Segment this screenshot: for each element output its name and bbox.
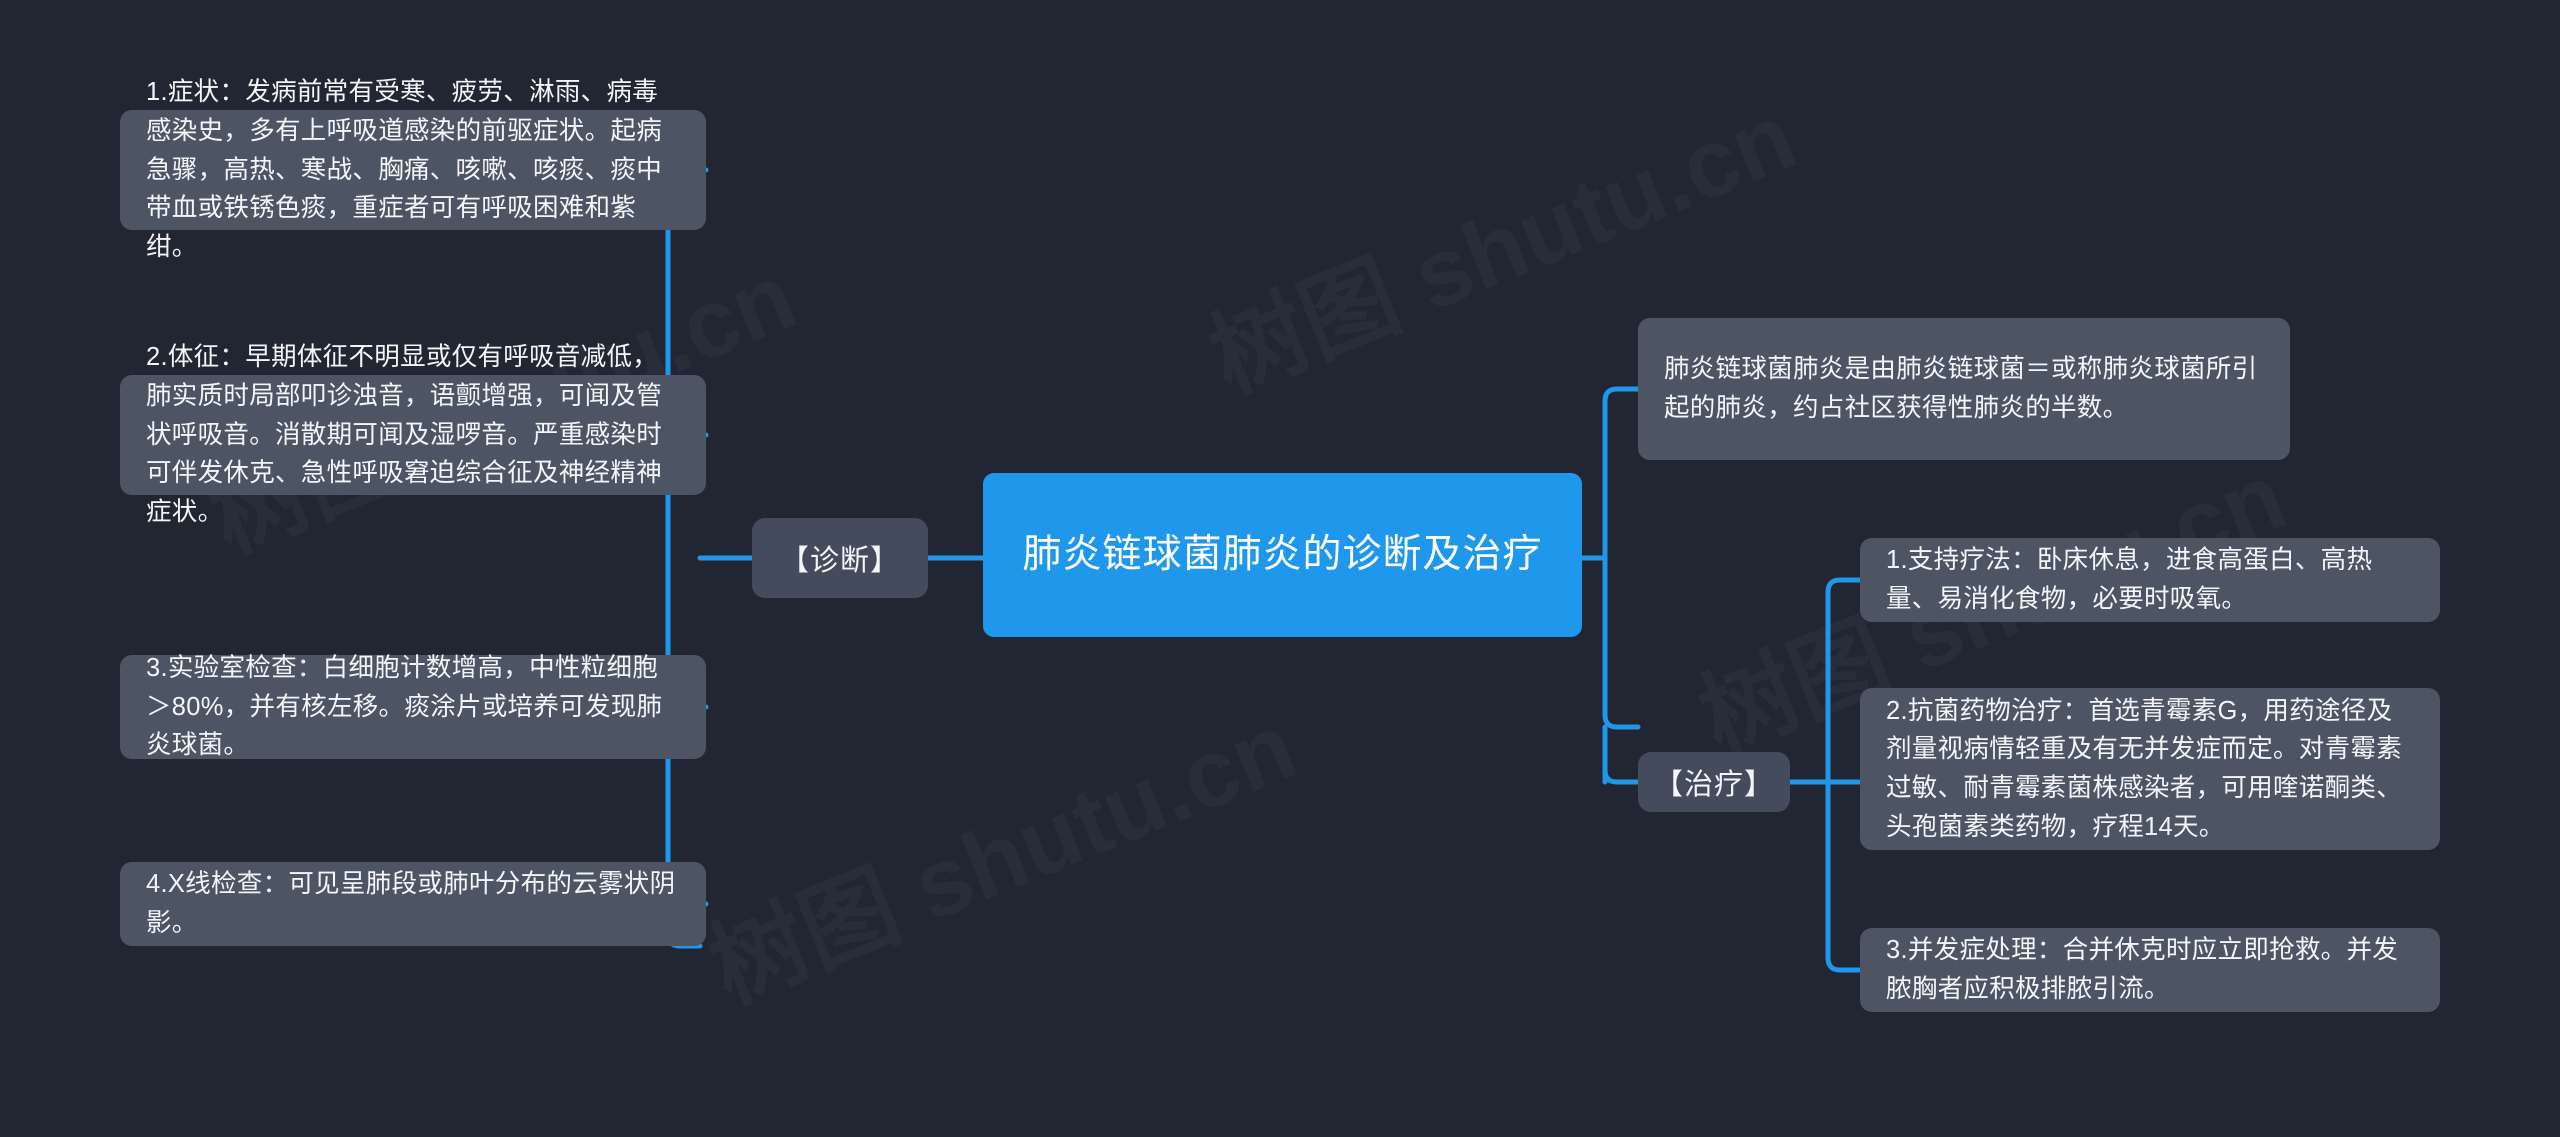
branch-label: 【治疗】 [1653,769,1774,801]
node-text: 1.症状：发病前常有受寒、疲劳、淋雨、病毒感染史，多有上呼吸道感染的前驱症状。起… [146,78,663,262]
list-item[interactable]: 3.并发症处理：合并休克时应立即抢救。并发脓胸者应积极排脓引流。 [1860,928,2440,1012]
list-item[interactable]: 1.症状：发病前常有受寒、疲劳、淋雨、病毒感染史，多有上呼吸道感染的前驱症状。起… [120,78,706,261]
list-item[interactable]: 3.实验室检查：白细胞计数增高，中性粒细胞＞80%，并有核左移。痰涂片或培养可发… [120,654,706,759]
list-item[interactable]: 肺炎链球菌肺炎是由肺炎链球菌＝或称肺炎球菌所引起的肺炎，约占社区获得性肺炎的半数… [1638,318,2290,460]
list-item[interactable]: 2.抗菌药物治疗：首选青霉素G，用药途径及剂量视病情轻重及有无并发症而定。对青霉… [1860,688,2440,850]
root-node[interactable]: 肺炎链球菌肺炎的诊断及治疗 [983,473,1582,637]
list-item[interactable]: 1.支持疗法：卧床休息，进食高蛋白、高热量、易消化食物，必要时吸氧。 [1860,538,2440,622]
node-text: 3.实验室检查：白细胞计数增高，中性粒细胞＞80%，并有核左移。痰涂片或培养可发… [146,653,663,760]
node-text: 肺炎链球菌肺炎是由肺炎链球菌＝或称肺炎球菌所引起的肺炎，约占社区获得性肺炎的半数… [1664,355,2258,422]
branch-label: 【诊断】 [779,545,900,577]
list-item[interactable]: 2.体征：早期体征不明显或仅有呼吸音减低，肺实质时局部叩诊浊音，语颤增强，可闻及… [120,343,706,526]
list-item[interactable]: 4.X线检查：可见呈肺段或肺叶分布的云雾状阴影。 [120,862,706,946]
branch-node-diagnosis[interactable]: 【诊断】 [752,518,928,598]
node-text: 2.体征：早期体征不明显或仅有呼吸音减低，肺实质时局部叩诊浊音，语颤增强，可闻及… [146,343,663,527]
node-text: 3.并发症处理：合并休克时应立即抢救。并发脓胸者应积极排脓引流。 [1886,936,2399,1003]
node-text: 1.支持疗法：卧床休息，进食高蛋白、高热量、易消化食物，必要时吸氧。 [1886,546,2373,613]
node-text: 2.抗菌药物治疗：首选青霉素G，用药途径及剂量视病情轻重及有无并发症而定。对青霉… [1886,696,2403,841]
root-title: 肺炎链球菌肺炎的诊断及治疗 [1022,533,1543,577]
node-text: 4.X线检查：可见呈肺段或肺叶分布的云雾状阴影。 [146,870,676,937]
branch-node-treatment[interactable]: 【治疗】 [1638,752,1790,812]
